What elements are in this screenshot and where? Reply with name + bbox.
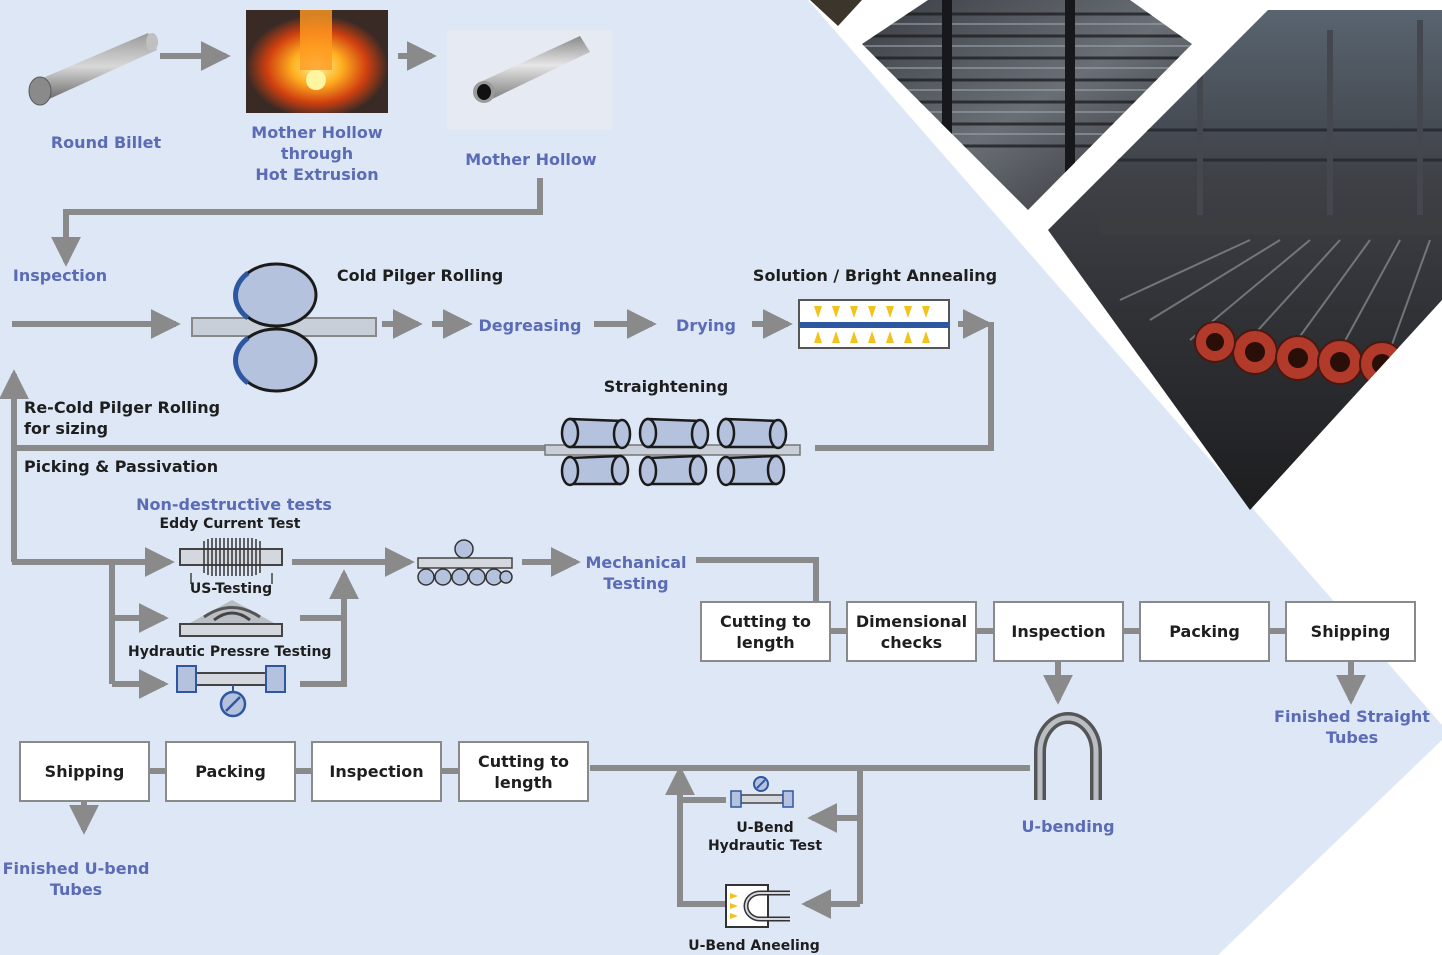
round-billet-image xyxy=(28,33,158,106)
connector xyxy=(300,640,347,687)
mechanical-testing-icon xyxy=(417,539,513,586)
label-non-destructive-tests: Non-destructive tests xyxy=(136,495,332,514)
label-round-billet: Round Billet xyxy=(50,133,162,152)
label-picking-passivation: Picking & Passivation xyxy=(24,457,219,476)
box-inspection: Inspection xyxy=(993,601,1124,662)
label-finished-straight-tubes: Finished Straight Tubes xyxy=(1274,707,1430,747)
connector xyxy=(696,557,819,602)
ubend-hydraulic-test-icon xyxy=(730,776,794,808)
label-re-cold-pilger-rolling: Re-Cold Pilger Rolling for sizing xyxy=(24,398,221,438)
label-ubend-hydraulic-test: U-Bend Hydrautic Test xyxy=(707,820,823,854)
hydraulic-test-icon xyxy=(176,665,286,718)
hot-extrusion-photo xyxy=(246,10,388,113)
label-us-testing: US-Testing xyxy=(189,581,273,597)
box-ubend-inspection: Inspection xyxy=(311,741,442,802)
label-cold-pilger-rolling: Cold Pilger Rolling xyxy=(336,266,504,285)
box-cutting-to-length: Cutting to length xyxy=(700,601,831,662)
label-mother-hollow-extrusion: Mother Hollow through Hot Extrusion xyxy=(251,123,383,184)
label-mechanical-testing: Mechanical Testing xyxy=(585,553,687,593)
corner-photo-sliver xyxy=(810,0,862,26)
label-inspection: Inspection xyxy=(12,266,108,285)
label-ubend-annealing: U-Bend Aneeling xyxy=(688,938,820,954)
box-dimensional-checks: Dimensional checks xyxy=(846,601,977,662)
cold-pilger-rollers-icon xyxy=(191,262,377,393)
us-testing-icon xyxy=(179,600,283,637)
mother-hollow-image xyxy=(447,30,613,130)
label-mother-hollow: Mother Hollow xyxy=(465,150,597,169)
box-shipping: Shipping xyxy=(1285,601,1416,662)
connector xyxy=(815,322,994,451)
label-finished-ubend-tubes: Finished U-bend Tubes xyxy=(2,859,150,899)
label-solution-bright-annealing: Solution / Bright Annealing xyxy=(752,266,998,285)
annealing-furnace-icon xyxy=(798,299,950,349)
arrow xyxy=(51,178,543,267)
label-straightening: Straightening xyxy=(603,377,729,396)
box-ubend-cutting-to-length: Cutting to length xyxy=(458,741,589,802)
label-drying: Drying xyxy=(676,316,736,335)
box-ubend-packing: Packing xyxy=(165,741,296,802)
box-ubend-shipping: Shipping xyxy=(19,741,150,802)
connector xyxy=(677,850,728,907)
eddy-current-coil-icon xyxy=(179,538,283,584)
u-bend-tube-icon xyxy=(1034,712,1102,800)
label-hydraulic-pressure-testing: Hydrautic Pressre Testing xyxy=(128,644,332,660)
label-u-bending: U-bending xyxy=(1021,817,1115,836)
label-degreasing: Degreasing xyxy=(478,316,582,335)
straightening-rollers-icon xyxy=(544,417,801,487)
ubend-annealing-icon xyxy=(725,884,790,928)
label-eddy-current-test: Eddy Current Test xyxy=(159,516,301,532)
box-packing: Packing xyxy=(1139,601,1270,662)
